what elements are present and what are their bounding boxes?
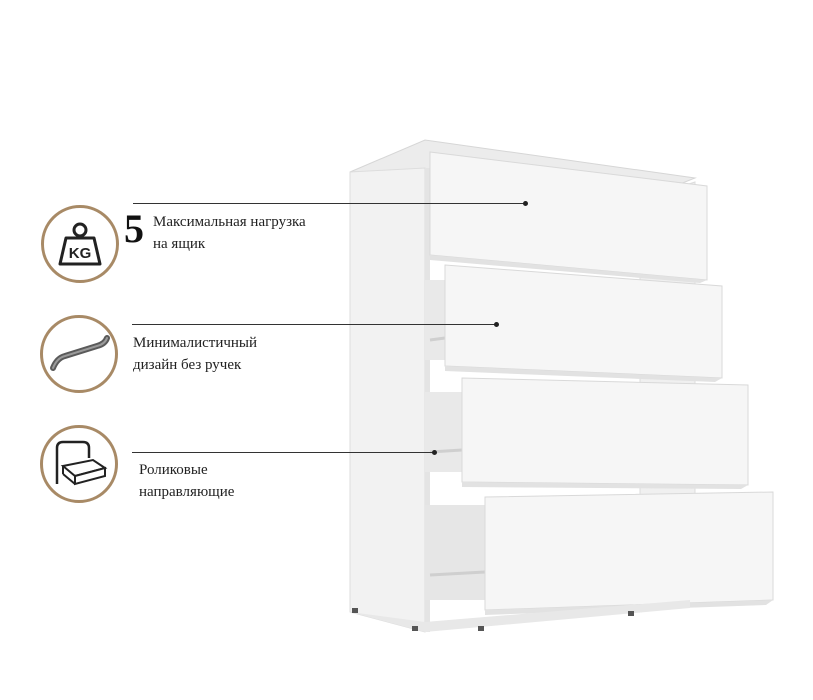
leader-line-design <box>132 324 496 325</box>
drawer-slide-icon <box>40 425 118 503</box>
weight-kg-icon: KG <box>41 205 119 283</box>
leader-dot-slides <box>432 450 437 455</box>
weight-icon-text: KG <box>69 245 92 262</box>
design-label-line1: Минималистичный <box>133 335 258 351</box>
handle-icon <box>40 315 118 393</box>
leader-line-slides <box>132 452 434 453</box>
max-load-label-line2: на ящик <box>153 236 206 252</box>
slides-label-line2: направляющие <box>139 484 235 500</box>
max-load-number: 5 <box>124 206 144 251</box>
leader-dot-load <box>523 201 528 206</box>
max-load-label-line1: Максимальная нагрузка <box>153 214 306 230</box>
leader-dot-design <box>494 322 499 327</box>
design-label-line2: дизайн без ручек <box>133 357 242 373</box>
leader-line-load <box>133 203 525 204</box>
slides-label-line1: Роликовые <box>139 462 208 478</box>
